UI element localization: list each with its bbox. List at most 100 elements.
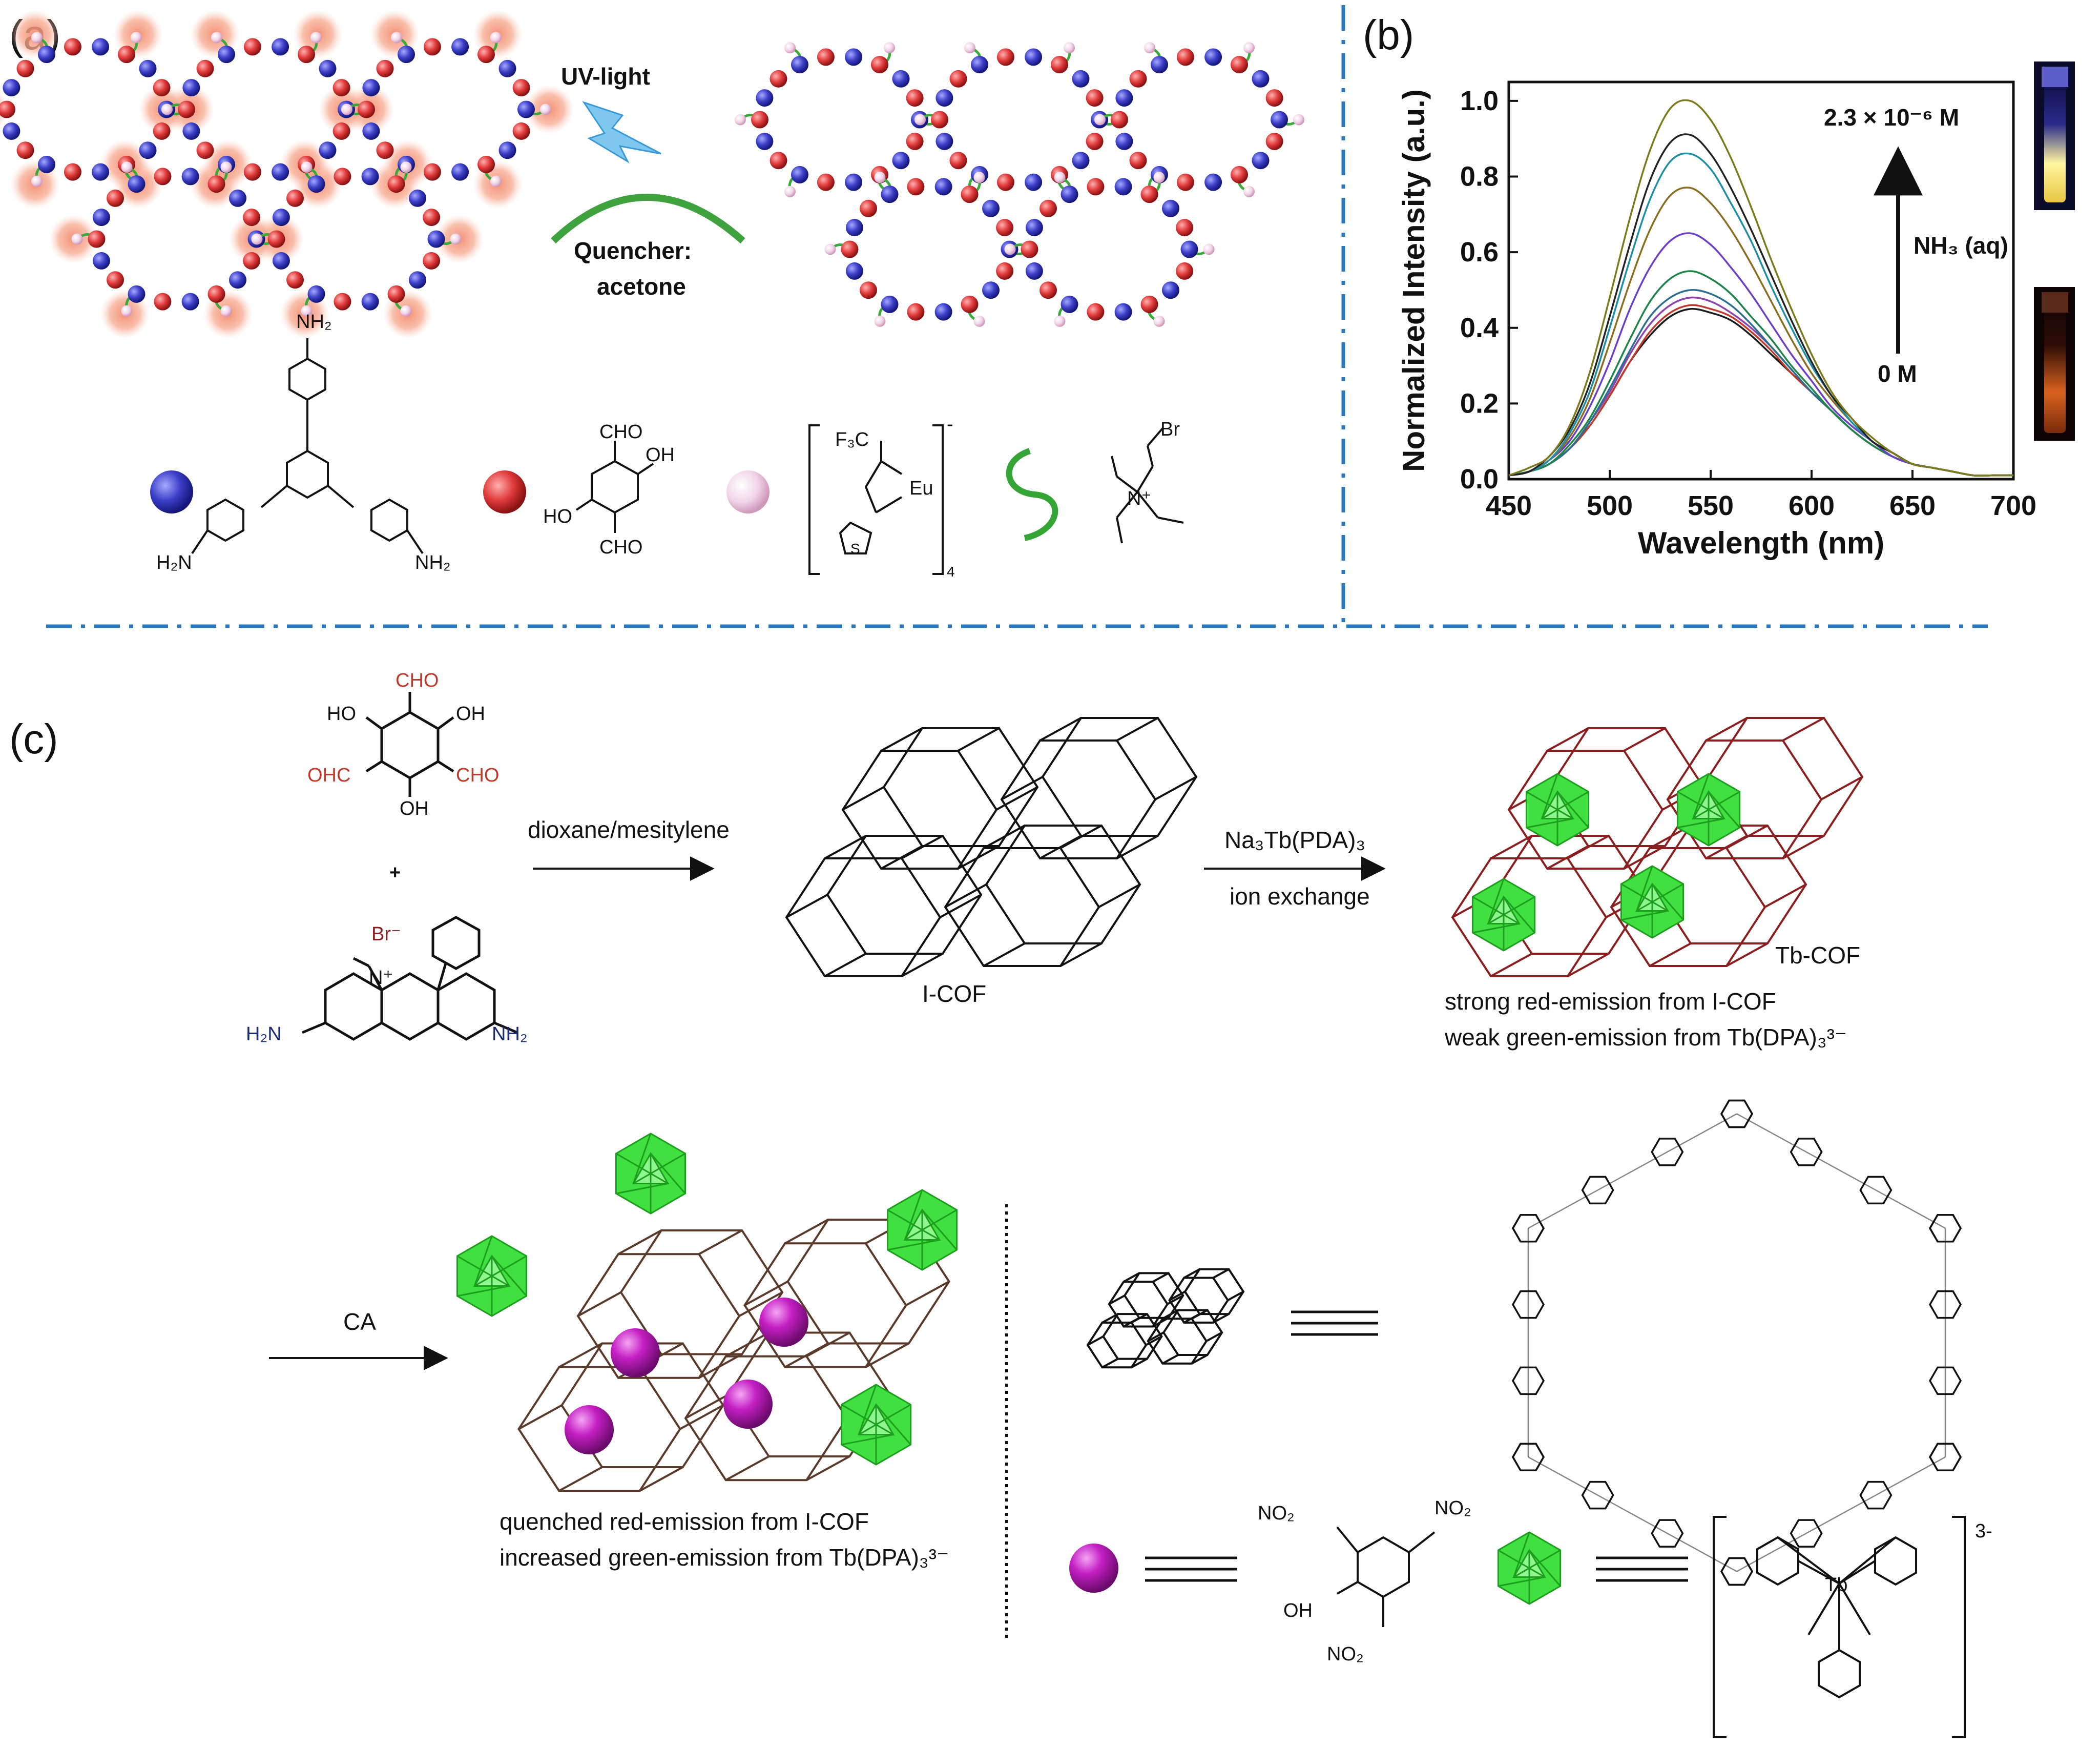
red-monomer-bead [286,189,304,207]
red-monomer-bead [996,219,1014,237]
hex-prism-edge [679,1404,724,1430]
hex-prism-edge [1183,1268,1200,1279]
hex-prism-edge [1123,1272,1140,1283]
lightning-icon [582,101,661,163]
eu-complex-bead [1094,114,1106,126]
blue-monomer-bead [3,122,20,140]
eu-complex-bead [1203,243,1215,255]
nplus-c: N⁺ [369,967,393,989]
red-monomer-bead [477,46,495,64]
blue-monomer-bead [1115,132,1133,150]
icosahedron-edge [1498,1549,1546,1578]
red-monomer-bead [996,48,1014,66]
hex-prism-front [841,750,998,870]
red-monomer-bead [376,141,394,159]
eu-complex-bead [1293,114,1304,126]
y-tick-label: 0.2 [1460,388,1499,419]
red-monomer-bead [859,199,877,217]
ammonium-structure [1111,427,1184,544]
blue-monomer-bead [934,178,952,196]
hex-prism-edge [558,1342,603,1368]
icosahedron-edge [887,1209,940,1241]
picric-acid-sphere [565,1405,614,1454]
x-tick-label: 450 [1486,490,1532,521]
red-monomer-bead [1231,56,1248,74]
icosahedron-edge [650,1153,686,1194]
hex-prism-edge [1116,717,1158,742]
red-monomer-bead [1111,111,1128,129]
hex-prism-edge [784,1219,829,1245]
hex-prism-edge [518,1404,563,1430]
hex-prism-edge [1131,1358,1148,1369]
blue-monomer-bead [791,166,808,183]
step3-label: CA [343,1308,376,1335]
hex-prism-edge [865,1342,909,1368]
eu-complex-bead [220,161,232,173]
icosahedron-edge [474,1255,527,1287]
eu-complex-bead [1144,42,1155,54]
blue-monomer-bead [319,59,337,77]
quench-caption-1: quenched red-emission from I-COF [500,1508,869,1535]
icosahedron-edge [633,1153,686,1184]
macrocycle-ring [1651,1138,1684,1166]
cho-right-c: CHO [456,765,499,786]
legend-blue-sphere [150,470,193,513]
red-monomer-bead [961,295,979,313]
eu-complex-bead [914,114,926,126]
blue-monomer-bead [935,89,953,107]
macrocycle-bond [1736,1113,1946,1229]
hex-prism-edge [1101,1358,1118,1369]
blue-monomer-bead [1162,199,1180,217]
curved-arrow [551,194,745,244]
red-monomer-bead [153,122,171,140]
hex-prism-back [1183,1268,1245,1315]
hex-prism-front [517,1366,681,1492]
red-monomer-bead [334,293,351,311]
icosahedron-edge [1513,1549,1561,1578]
eu-complex-bead [1004,243,1016,255]
eu-complex-bead [31,175,43,187]
icosahedron-edge [1487,878,1505,924]
macrocycle-ring [1929,1290,1962,1319]
hex-prism-front [785,857,942,977]
red-monomer-bead [376,59,394,77]
legend-red-sphere [483,470,526,513]
blue-monomer-bead [1271,111,1288,129]
icosahedron-edge [1526,791,1574,819]
icosahedron-edge [456,1255,510,1287]
blue-monomer-bead [881,295,899,313]
blue-monomer-bead [181,293,199,311]
no2-top: NO₂ [1258,1503,1295,1524]
icosahedron-edge [1498,1576,1545,1587]
x-tick-label: 500 [1587,490,1633,521]
x-tick-label: 650 [1889,490,1936,521]
hex-prism-back [985,825,1141,944]
hex-prism-edge [685,1393,729,1420]
eu-complex-bead [1064,42,1075,54]
y-tick-label: 1.0 [1460,86,1499,116]
hex-prism-edge [744,1281,788,1306]
blue-monomer-bead [517,100,535,118]
step2-top-label: Na₃Tb(PDA)₃ [1224,827,1365,853]
red-monomer-bead [1129,70,1147,88]
blue-monomer-bead [1151,56,1168,74]
hex-prism-front [1086,1321,1148,1369]
blue-monomer-bead [971,56,988,74]
icosahedron-edge [1472,923,1520,934]
hex-prism-edge [945,883,987,908]
hex-prism-edge [1162,1309,1179,1320]
icosahedron-edge [1677,818,1724,829]
hex-prism-edge [940,894,982,918]
hex-prism-edge [1706,717,1748,742]
red-monomer-bead [1176,262,1194,280]
x-tick-label: 600 [1789,490,1835,521]
legend-icosahedron [1497,1531,1562,1605]
hex-prism-edge [1162,1354,1179,1365]
eu-complex-bead [824,243,836,255]
hex-prism-edge [901,953,943,977]
eu-complex-bead [540,104,551,115]
y-tick-label: 0.6 [1460,237,1499,268]
blue-monomer-bead [361,293,379,311]
red-monomer-bead [358,100,375,118]
eu-complex-structure [808,424,944,575]
